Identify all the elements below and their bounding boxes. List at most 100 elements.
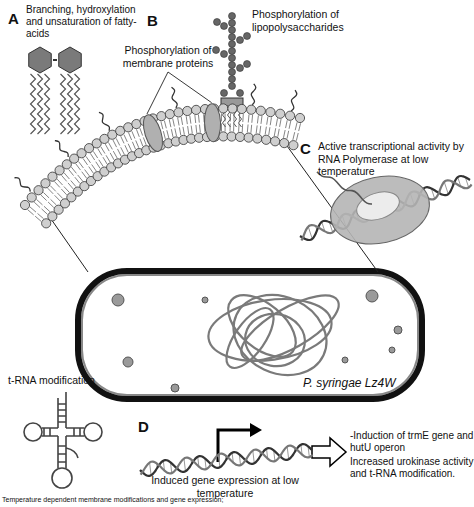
lipid-tail — [136, 129, 139, 136]
lipid-head — [27, 193, 36, 202]
lipid-tail — [186, 116, 187, 124]
lipid-head — [124, 123, 133, 132]
sugar-unit — [237, 37, 244, 44]
lipid-tail — [61, 175, 66, 181]
lipid-tail — [242, 124, 243, 132]
base-pair — [390, 199, 393, 209]
lipid-head — [237, 104, 246, 113]
sugar-unit — [229, 83, 236, 90]
sugar-unit — [229, 69, 236, 76]
lps-strand — [15, 178, 31, 192]
promoter-arrow — [218, 423, 262, 462]
lipid-head — [157, 112, 166, 121]
sugar-unit — [229, 34, 236, 41]
base-pair — [143, 470, 144, 473]
lipid-tail — [242, 114, 243, 122]
lipid-tail — [164, 121, 166, 129]
panel-letter: D — [138, 418, 158, 436]
result-arrow — [312, 438, 346, 466]
lipid-head — [285, 111, 294, 120]
base-pair — [274, 450, 275, 461]
lipid-tail — [171, 129, 173, 137]
lipid-tail — [90, 153, 94, 160]
lipid-head — [107, 163, 116, 172]
lipid-tail — [68, 183, 73, 189]
sugar-unit — [229, 62, 236, 69]
base-pair — [356, 211, 359, 221]
lipid-tail — [124, 135, 127, 142]
bacterial-cell: P. syringae Lz4W — [75, 268, 425, 402]
lipid-head — [235, 132, 244, 141]
lipid-tail — [207, 124, 209, 132]
lipid-tail — [265, 127, 266, 135]
lipid-tail — [175, 128, 177, 136]
rna-polymerase — [317, 167, 436, 252]
lipid-tail — [108, 142, 112, 149]
acyl-chain — [38, 74, 43, 134]
lipid-tail — [286, 120, 288, 128]
lipid-tail — [296, 133, 298, 141]
dna-strand — [300, 176, 470, 240]
lipid-tail — [38, 213, 44, 218]
lipid-tail — [61, 189, 66, 195]
lipid-tail — [259, 126, 261, 134]
lipid-tail — [159, 132, 161, 140]
lipid-head — [148, 114, 157, 123]
lipid-tail — [55, 182, 60, 188]
lipid-head — [100, 167, 109, 176]
membrane-protein — [140, 113, 167, 154]
lipid-head — [256, 106, 265, 115]
lipid-tail — [216, 124, 217, 132]
lipid-tail — [199, 125, 201, 133]
lipid-head — [194, 133, 203, 142]
base-pair — [184, 458, 186, 471]
lipid-tail — [233, 124, 234, 132]
base-pair — [191, 459, 193, 464]
lipid-tail — [132, 131, 135, 138]
lipid-head — [289, 141, 298, 150]
lipid-head — [34, 186, 43, 195]
lipid-tail — [191, 126, 192, 134]
lipid-tail — [103, 157, 107, 164]
lipid-tail — [106, 155, 110, 162]
leader-line — [147, 72, 168, 114]
lipid-head — [113, 159, 122, 168]
lipid-tail — [153, 124, 155, 132]
lipid-head — [295, 113, 304, 122]
lipid-tail — [155, 133, 157, 141]
linker — [53, 59, 57, 61]
lipid-head — [228, 104, 237, 113]
polymerase-body — [324, 167, 436, 252]
lipid-tail — [132, 142, 135, 149]
lipid-head — [192, 105, 201, 114]
lipid-head — [219, 132, 228, 141]
base-pair — [198, 457, 199, 467]
lipid-tail — [225, 113, 226, 121]
lipid-tail — [195, 125, 197, 133]
sugar-unit — [237, 65, 244, 72]
lipid-tail — [151, 135, 154, 143]
lipid-tail — [247, 124, 249, 132]
lipid-head — [93, 172, 102, 181]
base-pair — [431, 188, 434, 198]
lps-strand — [99, 112, 110, 130]
lipid-tail — [55, 195, 61, 201]
lipid-head — [140, 117, 149, 126]
base-pair — [424, 188, 427, 198]
lipid-head — [247, 105, 256, 114]
base-pair — [301, 445, 302, 455]
lipid-tail — [256, 125, 258, 133]
lipid-tail — [156, 123, 158, 131]
base-pair — [232, 453, 233, 463]
base-pair — [239, 454, 240, 465]
lipid-tail — [121, 147, 125, 154]
base-pair — [177, 466, 178, 469]
lipid-head — [142, 146, 151, 155]
lipid-tail — [144, 126, 147, 134]
sugar-unit — [221, 23, 228, 30]
lipid-head — [149, 143, 158, 152]
acyl-chain — [61, 74, 66, 134]
annotation-text: Phosphorylation of membrane proteins — [120, 44, 216, 69]
lipid-head — [80, 182, 89, 191]
